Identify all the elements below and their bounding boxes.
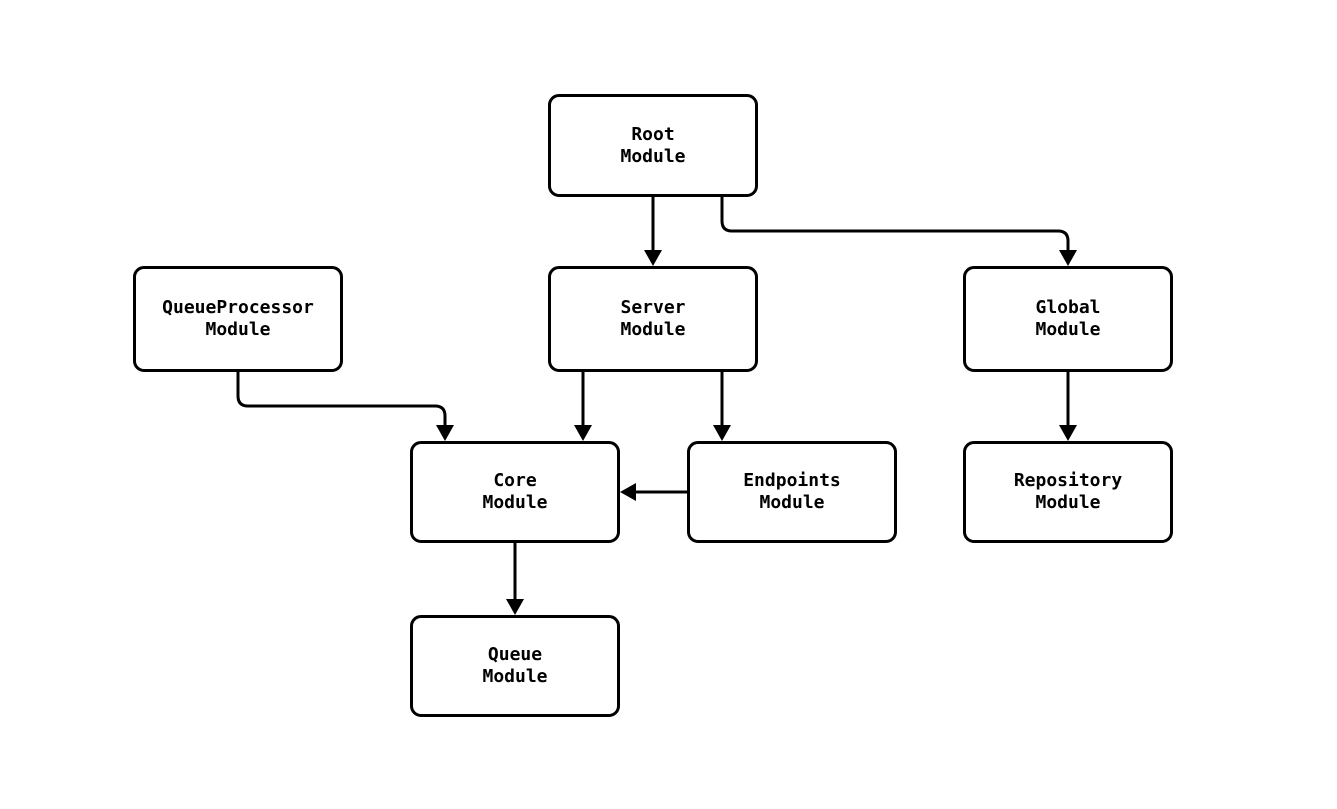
edge-server-to-endpoints-arrowhead (713, 425, 731, 441)
edge-core-to-queue-arrowhead (506, 599, 524, 615)
edge-global-to-repository-arrowhead (1059, 425, 1077, 441)
edge-queueprocessor-to-core (236, 372, 447, 433)
global-module-node-label-line1: Global (1035, 297, 1101, 318)
edge-endpoints-to-core-arrowhead (620, 483, 636, 501)
queueprocessor-module-node-label-line2: Module (205, 319, 271, 340)
queue-module-node-label-line2: Module (482, 666, 548, 687)
edge-server-to-core-arrowhead (574, 425, 592, 441)
server-module-node-label-line1: Server (620, 297, 686, 318)
root-module-node-label-line1: Root (631, 123, 675, 145)
queue-module-node-label-line1: Queue (487, 644, 543, 665)
edge-queueprocessor-to-core-arrowhead (436, 425, 454, 441)
repository-module-node-label-line2: Module (1035, 492, 1101, 513)
queueprocessor-module-node-label-line1: QueueProcessor (162, 297, 314, 318)
server-module-node-label-line2: Module (620, 319, 686, 340)
root-module-node-label-line2: Module (620, 145, 686, 167)
edge-root-to-server-arrowhead (644, 250, 662, 266)
endpoints-module-node-label-line1: Endpoints (743, 470, 841, 491)
edge-root-to-global (720, 197, 1070, 258)
core-module-node-label-line2: Module (482, 492, 548, 513)
core-module-node-label-line1: Core (493, 470, 537, 491)
global-module-node-label-line2: Module (1035, 319, 1101, 340)
repository-module-node-label-line1: Repository (1013, 470, 1123, 491)
endpoints-module-node-label-line2: Module (759, 492, 825, 513)
edge-root-to-global-arrowhead (1059, 250, 1077, 266)
